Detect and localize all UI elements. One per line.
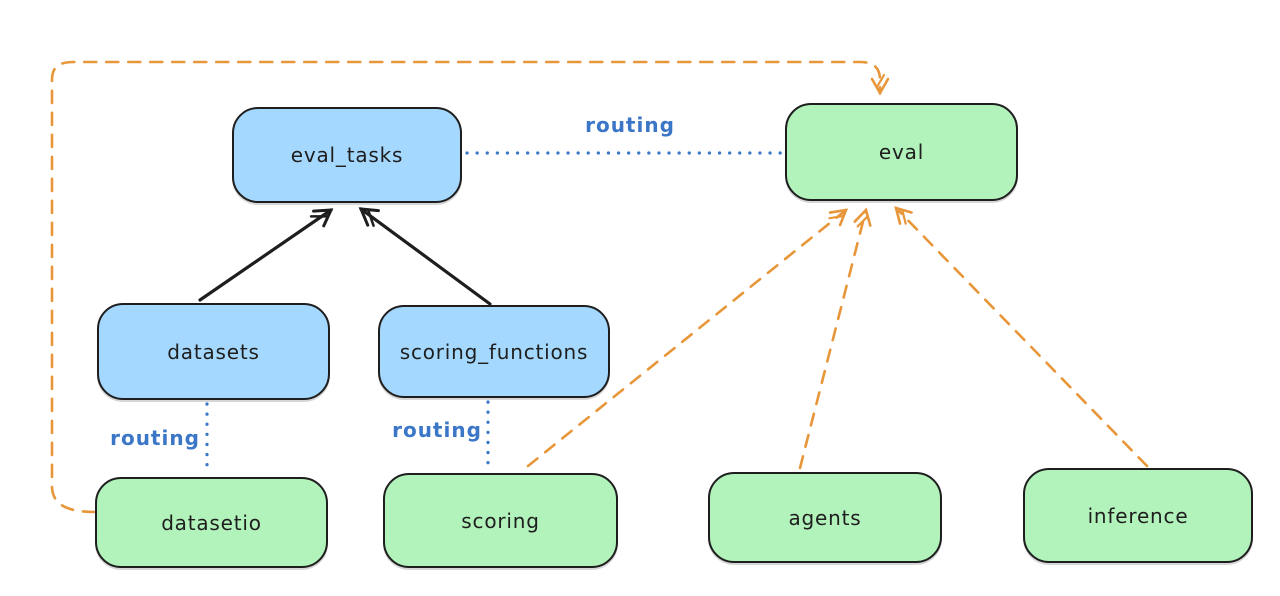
routing-label-left: routing: [110, 426, 200, 450]
node-eval-label: eval: [878, 140, 925, 164]
routing-label-top: routing: [585, 113, 675, 137]
node-inference: inference: [1023, 468, 1253, 563]
edge-datasetio-to-eval: [50, 60, 890, 514]
node-eval-tasks: eval_tasks: [232, 107, 462, 203]
edge-scoring-to-eval: [526, 208, 849, 468]
node-agents-label: agents: [788, 505, 862, 530]
routing-label-middle: routing: [392, 418, 482, 442]
edge-datasets-to-eval-tasks: [198, 208, 334, 302]
node-scoring-functions: scoring_functions: [378, 305, 610, 398]
node-inference-label: inference: [1087, 503, 1189, 528]
edge-inference-to-eval: [894, 206, 1149, 468]
node-datasetio: datasetio: [95, 477, 328, 568]
node-datasets-label: datasets: [167, 339, 260, 364]
node-scoring-label: scoring: [461, 508, 540, 533]
node-scoring-functions-label: scoring_functions: [399, 339, 589, 364]
node-scoring: scoring: [383, 473, 618, 568]
node-agents: agents: [708, 472, 942, 563]
node-eval-tasks-label: eval_tasks: [290, 143, 404, 167]
node-eval: eval: [785, 103, 1018, 201]
node-datasets: datasets: [97, 303, 330, 400]
edge-agents-to-eval: [798, 207, 872, 470]
node-datasetio-label: datasetio: [161, 510, 262, 535]
edge-scoring-functions-to-eval-tasks: [358, 207, 492, 306]
